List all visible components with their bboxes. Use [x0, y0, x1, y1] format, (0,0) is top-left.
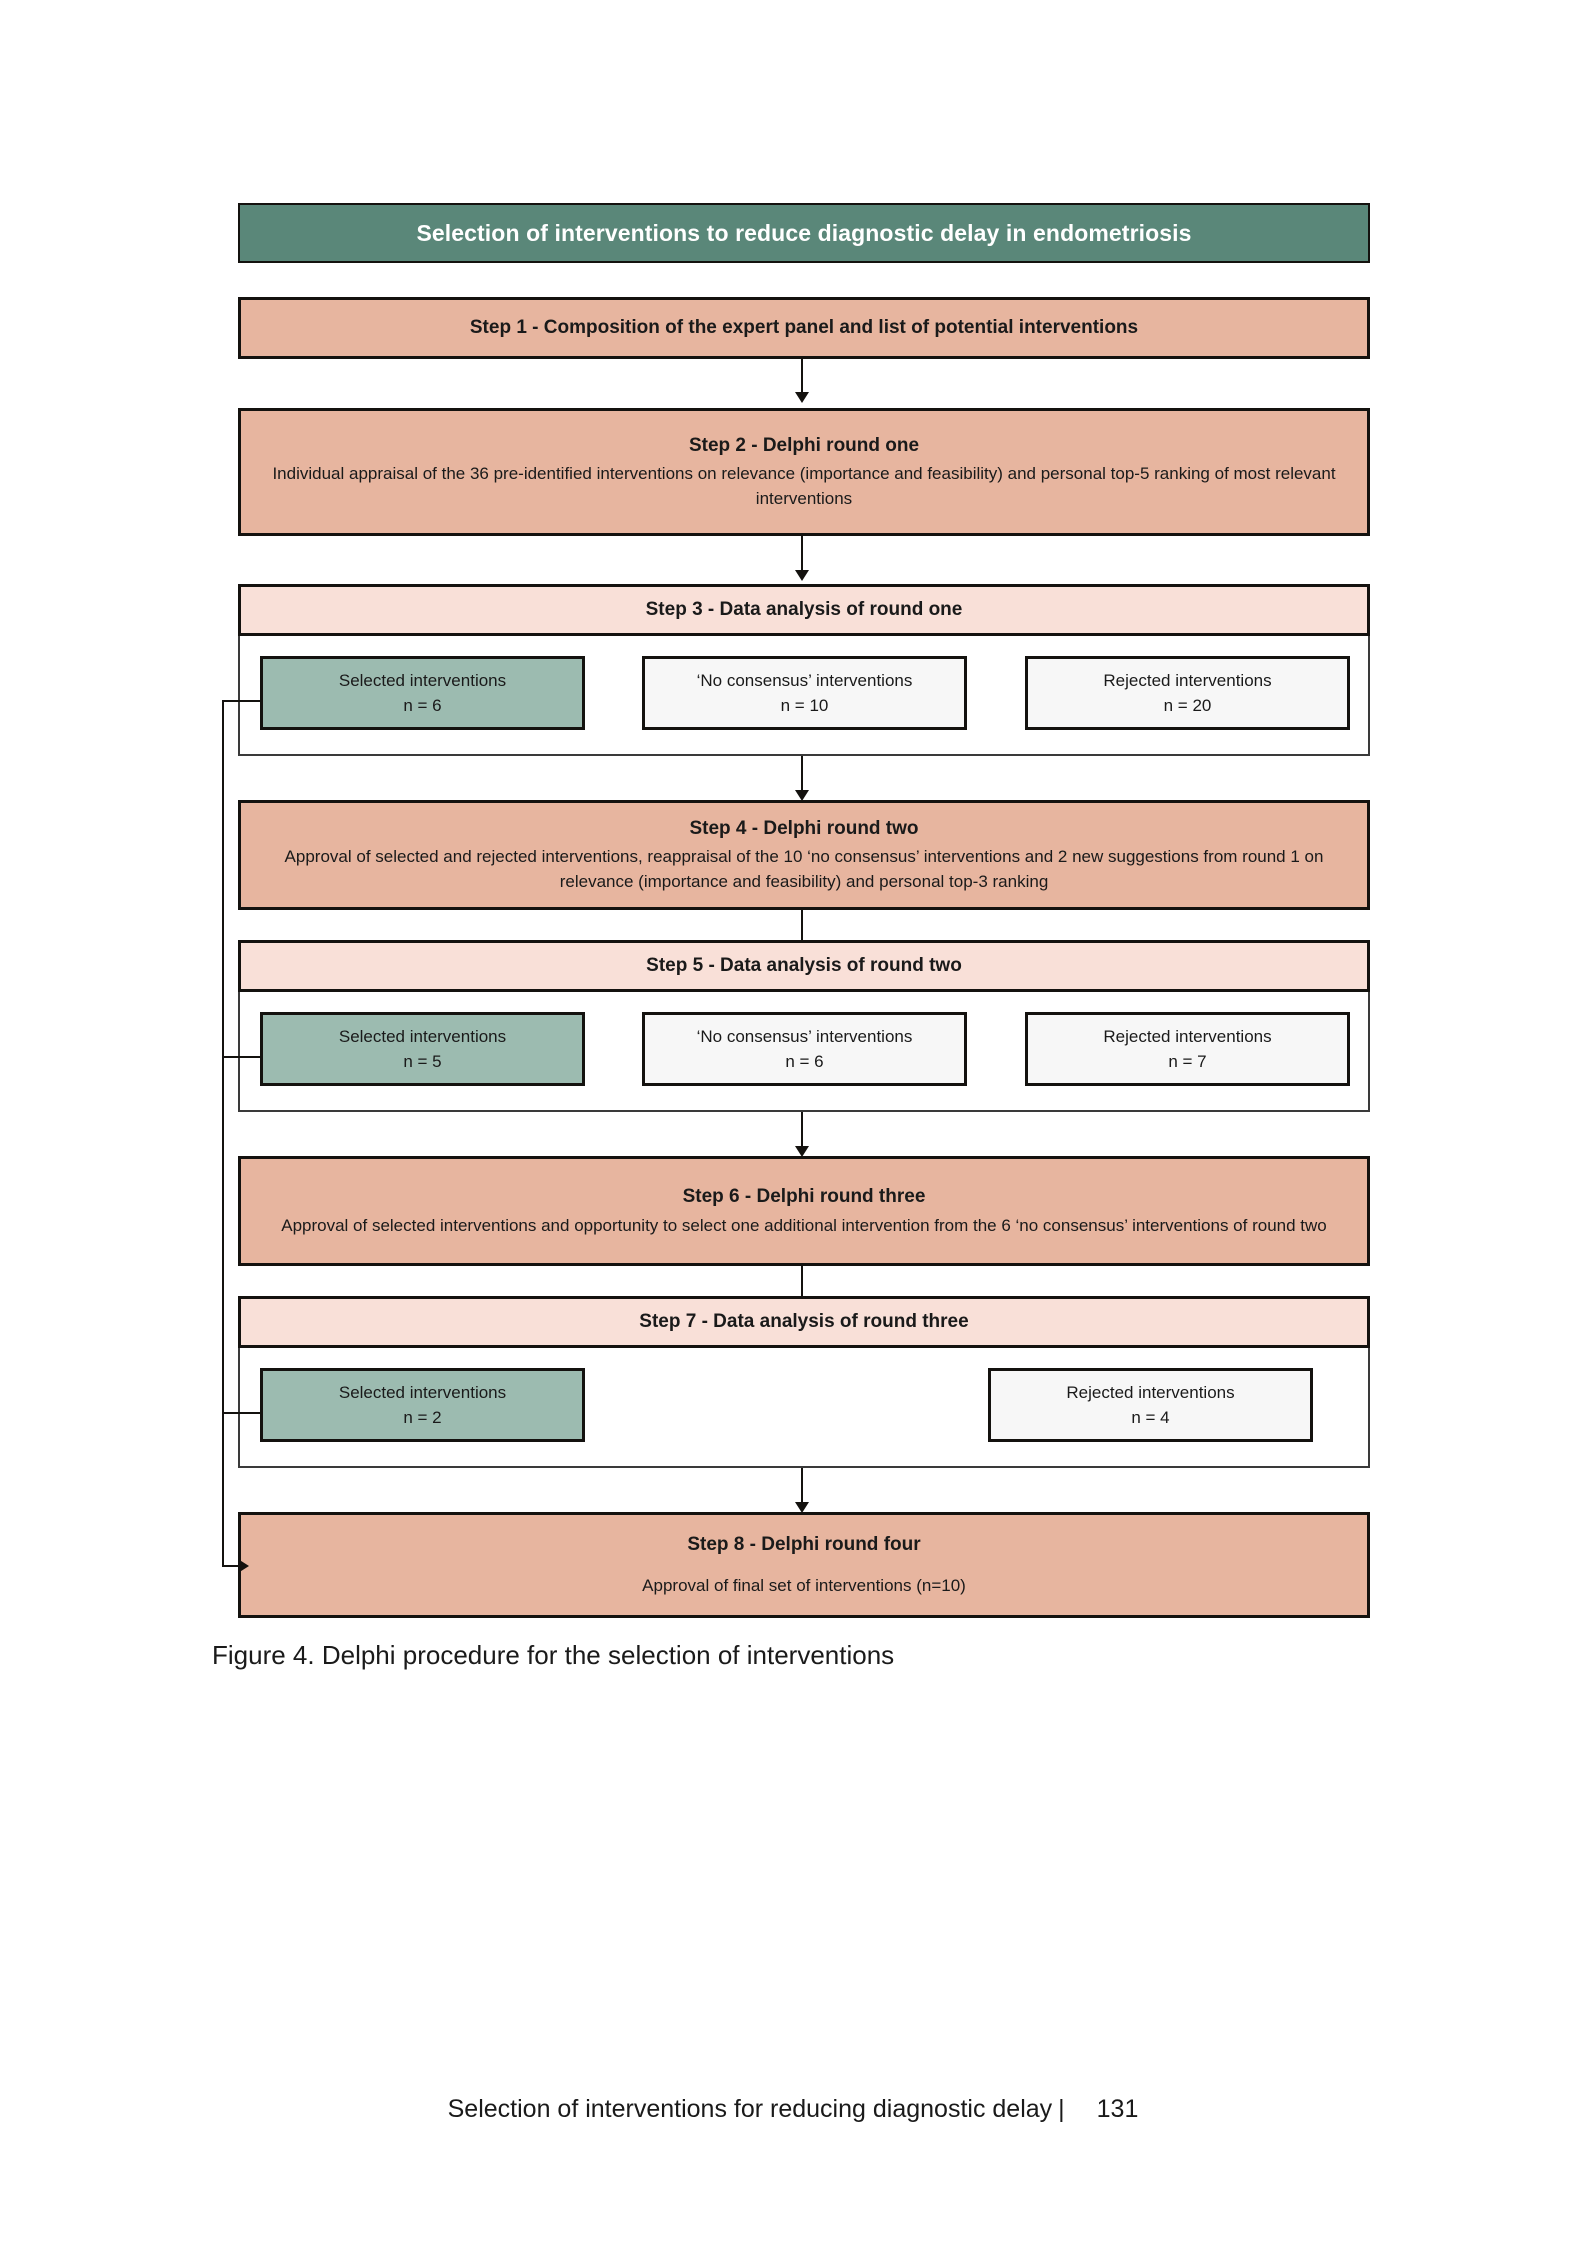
step-5-selected-count: n = 5	[403, 1052, 442, 1071]
arrowhead-step2	[795, 392, 809, 403]
step-4-box: Step 4 - Delphi round two Approval of se…	[238, 800, 1370, 910]
step-3-heading: Step 3 - Data analysis of round one	[645, 599, 963, 620]
connector-step4-to-step5	[801, 910, 803, 946]
step-7-outcome-rejected: Rejected interventions n = 4	[988, 1368, 1313, 1442]
step-4-heading: Step 4 - Delphi round two	[689, 817, 919, 839]
step-7-header: Step 7 - Data analysis of round three	[238, 1296, 1370, 1348]
footer-page-number: 131	[1096, 2095, 1139, 2123]
connector-step3-to-step4	[801, 756, 803, 794]
step-7-group: Step 7 - Data analysis of round three Se…	[238, 1296, 1370, 1468]
step-5-group: Step 5 - Data analysis of round two Sele…	[238, 940, 1370, 1112]
footer-separator: |	[1058, 2095, 1065, 2123]
step-3-group: Step 3 - Data analysis of round one Sele…	[238, 584, 1370, 756]
step-3-no-consensus-label: ‘No consensus’ interventions	[696, 670, 913, 690]
connector-step1-to-step2	[801, 359, 803, 396]
arrowhead-step8	[795, 1502, 809, 1513]
step-1-box: Step 1 - Composition of the expert panel…	[238, 297, 1370, 359]
step-6-heading: Step 6 - Delphi round three	[682, 1185, 926, 1207]
arrowhead-step4	[795, 790, 809, 801]
arrowhead-step3	[795, 570, 809, 581]
connector-step7-selected-stub	[222, 1412, 260, 1414]
step-7-rejected-count: n = 4	[1131, 1408, 1170, 1427]
figure-caption: Figure 4. Delphi procedure for the selec…	[212, 1640, 895, 1670]
step-5-selected-label: Selected interventions	[338, 1026, 507, 1046]
step-7-selected-label: Selected interventions	[338, 1382, 507, 1402]
step-5-heading: Step 5 - Data analysis of round two	[646, 955, 962, 976]
step-5-outcome-no-consensus: ‘No consensus’ interventions n = 6	[642, 1012, 967, 1086]
step-2-heading: Step 2 - Delphi round one	[688, 434, 920, 456]
step-8-heading: Step 8 - Delphi round four	[687, 1533, 921, 1555]
figure-delphi-flowchart: Selection of interventions to reduce dia…	[212, 203, 1370, 1670]
connector-step5-to-step6	[801, 1112, 803, 1150]
step-5-header: Step 5 - Data analysis of round two	[238, 940, 1370, 992]
step-7-selected-count: n = 2	[403, 1408, 442, 1427]
step-8-body: Approval of final set of interventions (…	[642, 1575, 966, 1595]
connector-step3-selected-stub	[222, 700, 260, 702]
step-4-body: Approval of selected and rejected interv…	[284, 847, 1324, 891]
page-footer: Selection of interventions for reducing …	[0, 2095, 1586, 2124]
step-3-header: Step 3 - Data analysis of round one	[238, 584, 1370, 636]
step-7-outcome-selected: Selected interventions n = 2	[260, 1368, 585, 1442]
connector-selected-bus-vertical	[222, 700, 224, 1566]
step-5-rejected-label: Rejected interventions	[1103, 1026, 1272, 1046]
step-1-heading: Step 1 - Composition of the expert panel…	[469, 317, 1139, 339]
arrowhead-step6	[795, 1146, 809, 1157]
step-3-outcome-selected: Selected interventions n = 6	[260, 656, 585, 730]
arrowhead-step8-left	[238, 1559, 249, 1573]
step-3-outcome-rejected: Rejected interventions n = 20	[1025, 656, 1350, 730]
step-2-body: Individual appraisal of the 36 pre-ident…	[272, 464, 1336, 508]
banner-text: Selection of interventions to reduce dia…	[416, 219, 1192, 246]
step-5-rejected-count: n = 7	[1168, 1052, 1207, 1071]
step-3-selected-count: n = 6	[403, 696, 442, 715]
step-5-outcome-selected: Selected interventions n = 5	[260, 1012, 585, 1086]
connector-step2-to-step3	[801, 536, 803, 574]
step-7-rejected-label: Rejected interventions	[1066, 1382, 1235, 1402]
step-3-outcome-no-consensus: ‘No consensus’ interventions n = 10	[642, 656, 967, 730]
connector-step7-to-step8	[801, 1468, 803, 1506]
step-5-no-consensus-count: n = 6	[785, 1052, 824, 1071]
connector-step5-selected-stub	[222, 1056, 260, 1058]
step-3-rejected-count: n = 20	[1163, 696, 1212, 715]
step-6-box: Step 6 - Delphi round three Approval of …	[238, 1156, 1370, 1266]
step-5-outcome-rejected: Rejected interventions n = 7	[1025, 1012, 1350, 1086]
step-3-rejected-label: Rejected interventions	[1103, 670, 1272, 690]
step-5-no-consensus-label: ‘No consensus’ interventions	[696, 1026, 913, 1046]
step-2-box: Step 2 - Delphi round one Individual app…	[238, 408, 1370, 536]
connector-step6-to-step7	[801, 1266, 803, 1302]
figure-banner-title: Selection of interventions to reduce dia…	[238, 203, 1370, 263]
step-3-selected-label: Selected interventions	[338, 670, 507, 690]
step-6-body: Approval of selected interventions and o…	[281, 1215, 1327, 1235]
footer-running-title: Selection of interventions for reducing …	[447, 2095, 1053, 2123]
connector-bus-into-step8	[222, 1565, 242, 1567]
step-3-no-consensus-count: n = 10	[780, 696, 829, 715]
step-8-box: Step 8 - Delphi round four Approval of f…	[238, 1512, 1370, 1618]
step-7-heading: Step 7 - Data analysis of round three	[639, 1311, 969, 1332]
